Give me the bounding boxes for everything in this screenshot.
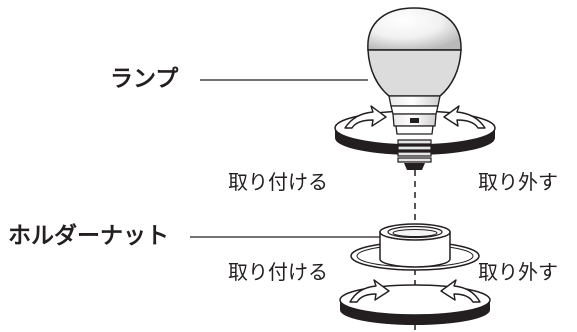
upper-remove-label: 取り外す <box>478 170 558 194</box>
lamp-label: ランプ <box>110 66 179 92</box>
holder-nut-label: ホルダーナット <box>8 223 169 249</box>
curved-arrow-icon <box>443 105 486 129</box>
lower-rotate-arrows <box>349 279 481 303</box>
lower-remove-label: 取り外す <box>478 260 558 284</box>
curved-arrow-icon <box>440 279 481 303</box>
curved-arrow-icon <box>349 279 390 303</box>
upper-rotate-arrows <box>344 105 486 129</box>
curved-arrow-icon <box>344 105 387 129</box>
holder-nut-illustration <box>350 223 480 271</box>
lamp-illustration <box>367 7 462 170</box>
lower-attach-label: 取り付ける <box>228 260 328 284</box>
upper-attach-label: 取り付ける <box>228 170 328 194</box>
